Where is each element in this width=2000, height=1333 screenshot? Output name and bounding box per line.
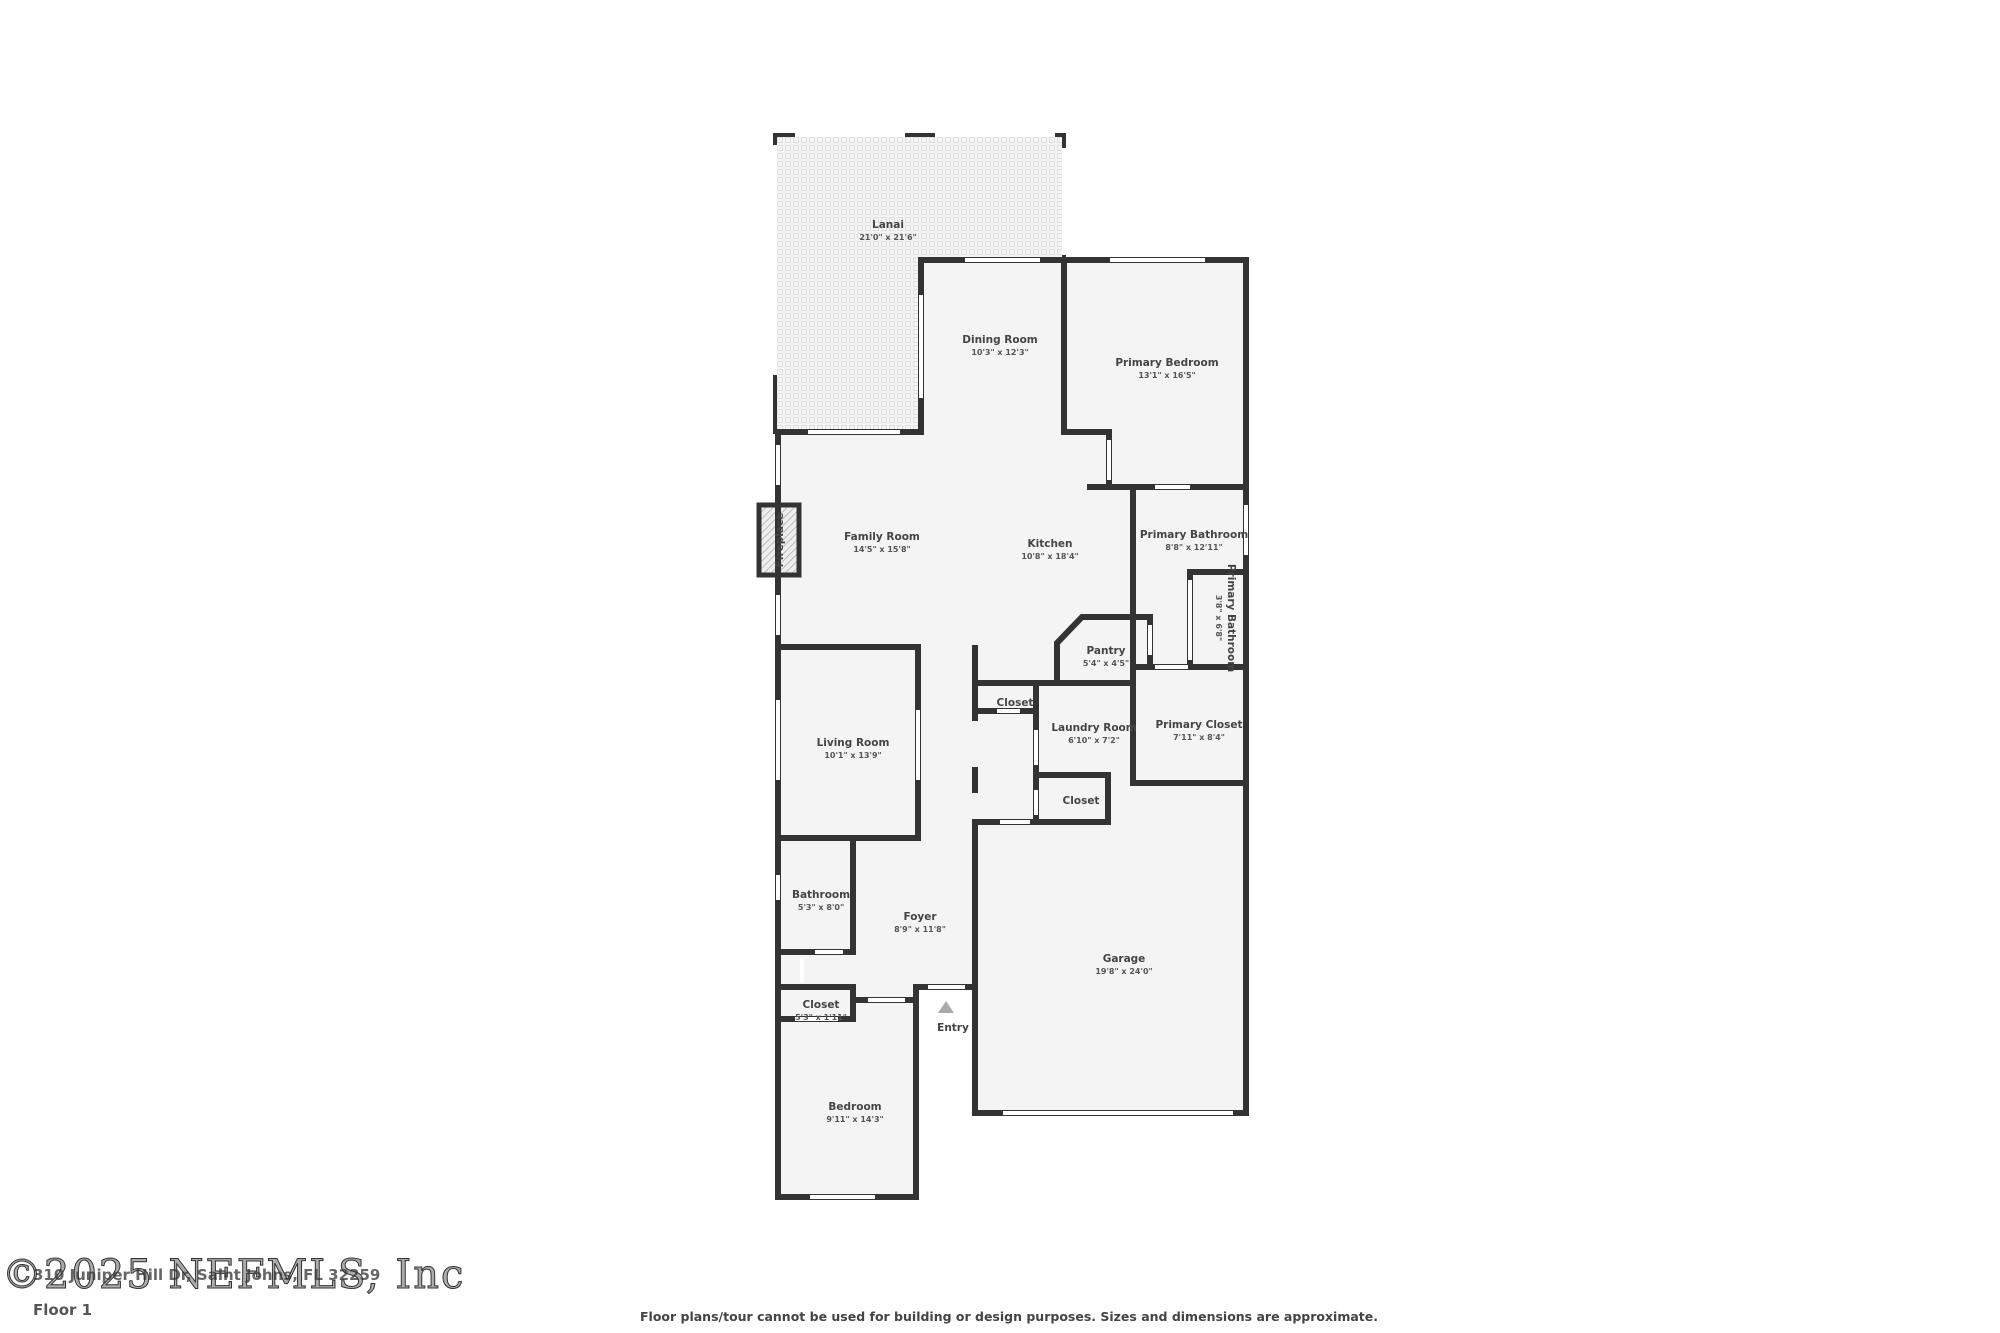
room-dimensions: 21'0" x 21'6"	[859, 233, 916, 242]
entry-label: Entry	[937, 1022, 969, 1034]
room-label: Closet 5'3" x 1'11"	[795, 999, 847, 1022]
room-name: Family Room	[844, 531, 920, 543]
room-label: Primary Closet 7'11" x 8'4"	[1155, 719, 1242, 742]
room-name: Garage	[1103, 953, 1146, 965]
room-dimensions: 3'8" x 6'8"	[1214, 595, 1223, 641]
room-dimensions: 5'4" x 4'5"	[1083, 659, 1129, 668]
fireplace	[756, 502, 802, 578]
room-dimensions: 19'8" x 24'0"	[1095, 967, 1152, 976]
room-label: Laundry Room 6'10" x 7'2"	[1051, 722, 1136, 745]
room-dimensions: 10'3" x 12'3"	[971, 348, 1028, 357]
room-name: Kitchen	[1027, 538, 1072, 550]
room-name: Primary Closet	[1155, 719, 1242, 731]
watermark: ©2025 NEFMLS, Inc	[1, 1252, 466, 1299]
room-dimensions: 10'8" x 18'4"	[1021, 552, 1078, 561]
room-label: Garage 19'8" x 24'0"	[1095, 953, 1152, 976]
room-name: Closet	[997, 697, 1034, 709]
room-label: Primary Bedroom 13'1" x 16'5"	[1115, 357, 1218, 380]
room-label: Family Room 14'5" x 15'8"	[844, 531, 920, 554]
room-name: Laundry Room	[1051, 722, 1136, 734]
room-label: Closet	[1063, 795, 1100, 807]
room-dimensions: 13'1" x 16'5"	[1138, 371, 1195, 380]
room-name: Living Room	[817, 737, 890, 749]
room-label: Dining Room 10'3" x 12'3"	[962, 334, 1038, 357]
room-label: Lanai 21'0" x 21'6"	[859, 219, 916, 242]
room-label: Living Room 10'1" x 13'9"	[817, 737, 890, 760]
room-name: Lanai	[872, 219, 904, 231]
floor-label: Floor 1	[33, 1301, 93, 1319]
room-name: Bedroom	[828, 1101, 881, 1113]
room-label: Foyer 8'9" x 11'8"	[894, 911, 946, 934]
fireplace-label: Fireplace	[774, 513, 786, 568]
room-label: Closet	[997, 697, 1034, 709]
windows	[773, 133, 1248, 1199]
room-dimensions: 9'11" x 14'3"	[826, 1115, 883, 1124]
room-dimensions: 8'8" x 12'11"	[1165, 543, 1222, 552]
room-labels: Lanai 21'0" x 21'6" Dining Room 10'3" x 12'…	[792, 219, 1248, 1124]
room-name: Dining Room	[962, 334, 1038, 346]
room-dimensions: 14'5" x 15'8"	[853, 545, 910, 554]
disclaimer: Floor plans/tour cannot be used for buil…	[640, 1309, 1378, 1324]
room-name: Closet	[803, 999, 840, 1011]
room-label: Bathroom 5'3" x 8'0"	[792, 889, 850, 912]
room-label: Pantry 5'4" x 4'5"	[1083, 645, 1129, 668]
address: 310 Juniper Hill Dr, Saint Johns, FL 322…	[33, 1266, 381, 1284]
room-dimensions: 5'3" x 8'0"	[798, 903, 844, 912]
room-name: Primary Bathroom	[1140, 529, 1248, 541]
room-name: Primary Bedroom	[1115, 357, 1218, 369]
room-name: Bathroom	[792, 889, 850, 901]
entry-arrow-icon	[938, 1001, 954, 1013]
room-dimensions: 5'3" x 1'11"	[795, 1013, 847, 1022]
room-name: Foyer	[903, 911, 937, 923]
room-dimensions: 6'10" x 7'2"	[1068, 736, 1120, 745]
room-name: Closet	[1063, 795, 1100, 807]
house-floor	[778, 260, 1246, 1197]
room-label: Primary Bathroom 8'8" x 12'11"	[1140, 529, 1248, 552]
room-dimensions: 10'1" x 13'9"	[824, 751, 881, 760]
room-dimensions: 7'11" x 8'4"	[1173, 733, 1225, 742]
room-name: Primary Bathroom	[1225, 564, 1237, 672]
room-dimensions: 8'9" x 11'8"	[894, 925, 946, 934]
room-label: Bedroom 9'11" x 14'3"	[826, 1101, 883, 1124]
room-name: Pantry	[1086, 645, 1125, 657]
room-label: Kitchen 10'8" x 18'4"	[1021, 538, 1078, 561]
